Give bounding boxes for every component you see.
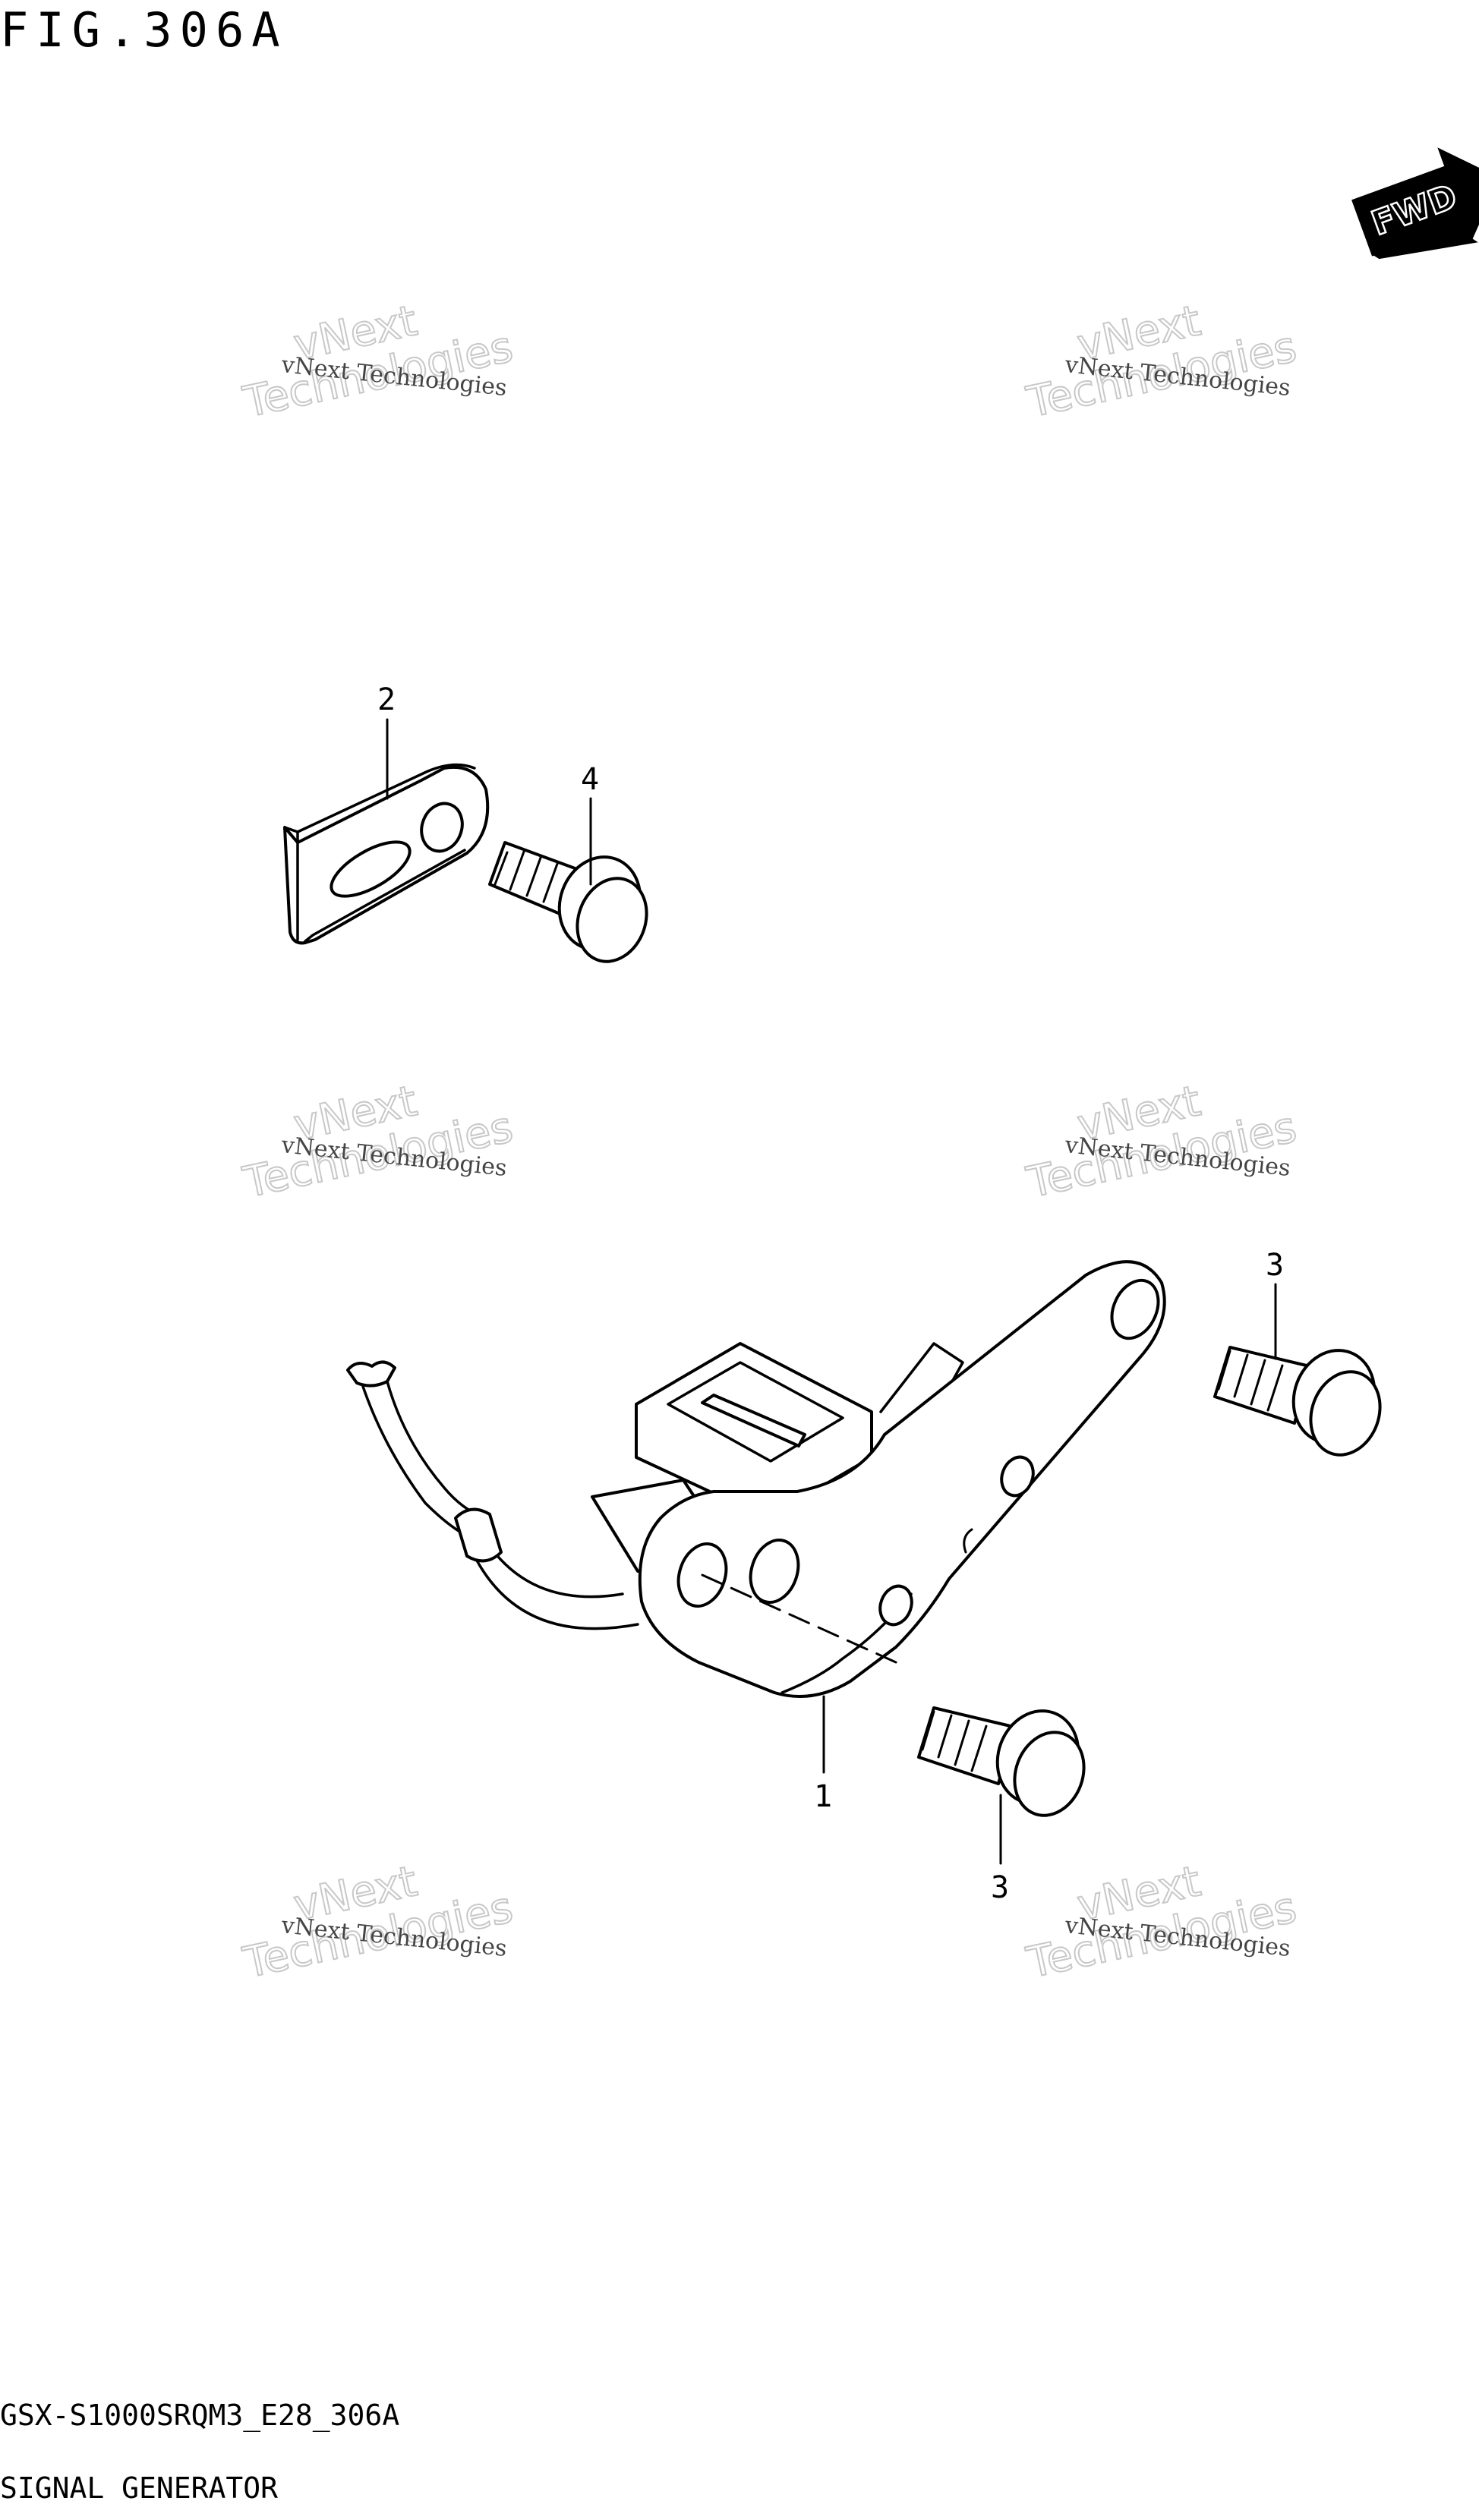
watermark-5: vNext Technologies	[238, 1856, 518, 1989]
model-code: GSX-S1000SRQM3_E28_306A	[0, 2399, 400, 2432]
figure-title: FIG.306A	[0, 2, 288, 58]
fwd-arrow-icon: FWD	[1351, 147, 1479, 260]
bolt-upper-part	[1213, 1346, 1382, 1457]
watermark-1: vNext Technologies	[238, 295, 518, 428]
bolt-lower-part	[917, 1706, 1086, 1817]
callout-3-upper: 3	[1266, 1248, 1284, 1283]
watermarks: vNext Technologies vNext Technologies vN…	[238, 295, 1301, 1989]
callouts: 2 4 3 1 3	[377, 682, 1284, 1905]
figure-caption: SIGNAL GENERATOR	[0, 2471, 279, 2505]
watermark-2: vNext Technologies	[1022, 295, 1301, 428]
watermark-6: vNext Technologies	[1022, 1856, 1301, 1989]
bracket-part	[283, 763, 490, 945]
watermark-3: vNext Technologies	[238, 1076, 518, 1208]
watermark-4: vNext Technologies	[1022, 1076, 1301, 1208]
callout-4: 4	[581, 762, 599, 797]
callout-3-lower: 3	[991, 1870, 1009, 1905]
signal-generator-part	[346, 1260, 1166, 1698]
bolt-small-part	[488, 841, 648, 963]
callout-2: 2	[377, 682, 396, 717]
callout-1: 1	[814, 1779, 832, 1814]
